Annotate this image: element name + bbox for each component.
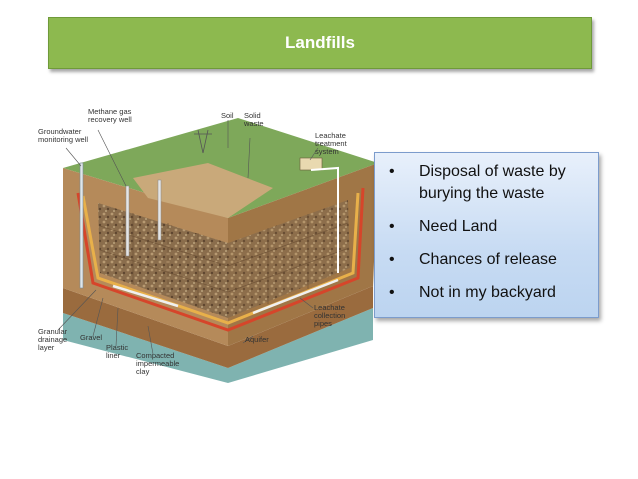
label-soil: Soil bbox=[221, 111, 234, 120]
label-granular-layer: Granular drainage layer bbox=[38, 327, 68, 352]
label-gravel: Gravel bbox=[80, 333, 103, 342]
label-leachate-treatment: Leachate treatment system bbox=[315, 131, 347, 156]
landfill-cutaway-illustration bbox=[57, 118, 378, 383]
label-leachate-pipes: Leachate collection pipes bbox=[314, 303, 346, 328]
label-groundwater-well: Groundwater monitoring well bbox=[38, 127, 89, 144]
bullet-list: Disposal of waste by burying the waste N… bbox=[383, 161, 590, 304]
label-aquifer: Aquifer bbox=[245, 335, 269, 344]
bullet-item: Not in my backyard bbox=[383, 282, 590, 304]
slide-title-bar: Landfills bbox=[48, 17, 592, 69]
methane-well bbox=[125, 185, 130, 257]
gravel-layer bbox=[81, 192, 360, 325]
label-compacted-clay: Compacted impermeable clay bbox=[136, 351, 180, 376]
leachate-collection-pipe bbox=[112, 284, 179, 308]
bullet-item: Need Land bbox=[383, 216, 590, 238]
plastic-liner bbox=[76, 187, 365, 332]
monitoring-well bbox=[79, 162, 84, 289]
clay-layer bbox=[63, 286, 373, 368]
label-plastic-liner: Plastic liner bbox=[106, 343, 129, 360]
treatment-building bbox=[299, 157, 323, 171]
bullet-item: Disposal of waste by burying the waste bbox=[383, 161, 590, 205]
waste-cells bbox=[98, 203, 228, 318]
landfill-diagram: Methane gas recovery well Soil Solid was… bbox=[38, 108, 388, 383]
slide-title: Landfills bbox=[285, 33, 355, 52]
label-solid-waste: Solid waste bbox=[244, 111, 264, 128]
aquifer-layer bbox=[63, 308, 373, 383]
label-methane-well: Methane gas recovery well bbox=[88, 107, 132, 124]
power-pylon bbox=[194, 129, 212, 154]
bullet-box: Disposal of waste by burying the waste N… bbox=[374, 152, 599, 318]
bullet-item: Chances of release bbox=[383, 249, 590, 271]
waste-mound bbox=[133, 163, 273, 218]
